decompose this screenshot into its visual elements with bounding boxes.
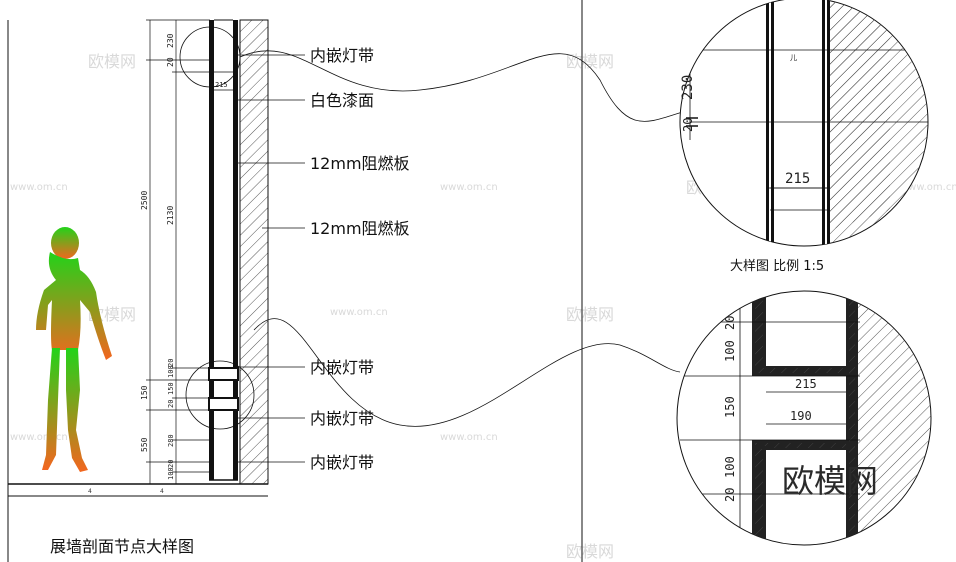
dimension-texts-left: 230 20 215 2500 2130 150 150 100 20 20 5… bbox=[140, 33, 228, 480]
label-light-strip: 内嵌灯带 bbox=[310, 453, 374, 472]
detail-dim-190: 190 bbox=[790, 409, 812, 423]
svg-text:4: 4 bbox=[160, 488, 164, 495]
dim-20: 20 bbox=[167, 400, 175, 408]
detail-dim-20: 20 bbox=[723, 316, 737, 330]
dim-215: 215 bbox=[215, 81, 228, 89]
dim-2500: 2500 bbox=[140, 191, 149, 210]
watermark-brand: 欧模网 bbox=[566, 305, 614, 324]
wall-section bbox=[179, 19, 269, 485]
watermark-brand: 欧模网 bbox=[566, 542, 614, 561]
detail-dim-150: 150 bbox=[723, 396, 737, 418]
detail-dim-20: 20 bbox=[681, 118, 695, 132]
svg-text:4: 4 bbox=[88, 488, 92, 495]
drawing-title: 展墙剖面节点大样图 bbox=[50, 537, 194, 556]
watermark-site: www.om.cn bbox=[440, 182, 498, 193]
leader-lines bbox=[238, 50, 691, 463]
dim-20: 20 bbox=[167, 359, 175, 367]
watermark-brand: 欧模网 bbox=[566, 52, 614, 71]
dim-280: 280 bbox=[167, 434, 175, 447]
watermark-layer: 欧模网 欧模网 欧模网 欧模网 欧模网 欧模网 欧模网 www.om.cn ww… bbox=[10, 52, 956, 561]
detail-dim-215: 215 bbox=[795, 377, 817, 391]
label-fire-board: 12mm阻燃板 bbox=[310, 219, 410, 238]
dim-550: 550 bbox=[140, 437, 149, 452]
label-fire-board: 12mm阻燃板 bbox=[310, 154, 410, 173]
watermark-site: www.om.cn bbox=[10, 432, 68, 443]
detail-dim-215: 215 bbox=[785, 171, 810, 187]
svg-text:儿: 儿 bbox=[790, 54, 797, 62]
dim-150: 150 bbox=[167, 382, 175, 395]
dim-150: 150 bbox=[140, 385, 149, 400]
label-light-strip: 内嵌灯带 bbox=[310, 409, 374, 428]
floor-slab: 4 4 bbox=[8, 483, 268, 497]
callout-labels: 内嵌灯带 白色漆面 12mm阻燃板 12mm阻燃板 内嵌灯带 内嵌灯带 内嵌灯带… bbox=[50, 46, 410, 556]
dim-100: 100 bbox=[167, 365, 175, 378]
dim-2130: 2130 bbox=[166, 206, 175, 225]
dim-20: 20 bbox=[166, 57, 175, 67]
detail-dim-100: 100 bbox=[723, 340, 737, 362]
watermark-site: www.om.cn bbox=[10, 182, 68, 193]
human-figure bbox=[36, 227, 112, 472]
label-white-paint: 白色漆面 bbox=[310, 91, 374, 110]
dim-20: 20 bbox=[167, 460, 175, 468]
detail-dim-20: 20 bbox=[723, 488, 737, 502]
detail-scale-caption: 大样图 比例 1:5 bbox=[730, 259, 824, 274]
watermark-brand: 欧模网 bbox=[88, 52, 136, 71]
watermark-site: www.om.cn bbox=[440, 432, 498, 443]
watermark-site: www.om.cn bbox=[330, 307, 388, 318]
brand-watermark: 欧模网 bbox=[782, 462, 878, 500]
detail-circle-top: 儿 230 20 215 bbox=[679, 0, 929, 247]
detail-dim-100: 100 bbox=[723, 456, 737, 478]
watermark-site: www.om.cn bbox=[900, 182, 956, 193]
label-light-strip: 内嵌灯带 bbox=[310, 358, 374, 377]
detail-circle-bottom: 20 100 215 150 190 100 20 bbox=[676, 290, 932, 546]
dimension-chain-left bbox=[146, 19, 210, 485]
dim-100: 100 bbox=[167, 467, 175, 480]
detail-dim-230: 230 bbox=[680, 75, 696, 100]
dim-230: 230 bbox=[166, 33, 175, 48]
label-light-strip: 内嵌灯带 bbox=[310, 46, 374, 65]
